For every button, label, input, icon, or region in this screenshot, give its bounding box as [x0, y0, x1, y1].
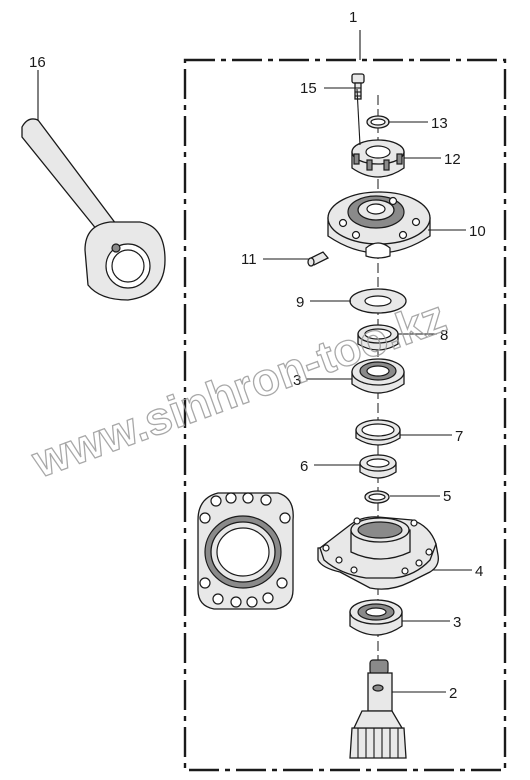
part-11-pin — [307, 251, 330, 267]
part-2-pinion-shaft — [349, 659, 407, 759]
part-16-spanner-wrench — [21, 118, 166, 301]
callout-3-upper: 3 — [293, 372, 301, 389]
part-15-bolt — [351, 73, 365, 100]
part-10-bearing-cap — [327, 191, 431, 259]
callout-12: 12 — [444, 151, 461, 168]
callout-6: 6 — [300, 458, 308, 475]
part-12-castle-nut — [351, 139, 405, 178]
leader-lines — [37, 70, 472, 693]
part-6-bearing-ring — [359, 454, 397, 479]
callout-5: 5 — [443, 488, 451, 505]
callout-4: 4 — [475, 563, 483, 580]
callout-3-lower: 3 — [453, 614, 461, 631]
part-7-bearing-cup — [355, 419, 401, 446]
assembly-boundary — [183, 58, 507, 772]
part-3-bearing-upper — [351, 358, 405, 394]
callout-8: 8 — [440, 327, 448, 344]
callout-16: 16 — [29, 54, 46, 71]
part-8-seal-ring — [357, 324, 399, 351]
part-9-washer — [349, 288, 407, 314]
callout-labels: 1 16 15 13 12 10 11 9 8 3 7 6 5 4 3 2 — [29, 9, 486, 702]
callout-11: 11 — [241, 251, 257, 268]
callout-2: 2 — [449, 685, 457, 702]
part-3-bearing-lower — [349, 599, 403, 636]
part-4-housing-front-view — [197, 492, 294, 610]
callout-13: 13 — [431, 115, 448, 132]
callout-10: 10 — [469, 223, 486, 240]
part-4-housing — [317, 516, 439, 590]
callout-7: 7 — [455, 428, 463, 445]
part-5-o-ring — [364, 490, 390, 504]
callout-1: 1 — [349, 9, 357, 26]
callout-9: 9 — [296, 294, 304, 311]
callout-15: 15 — [300, 80, 317, 97]
part-13-snap-ring — [366, 115, 390, 129]
